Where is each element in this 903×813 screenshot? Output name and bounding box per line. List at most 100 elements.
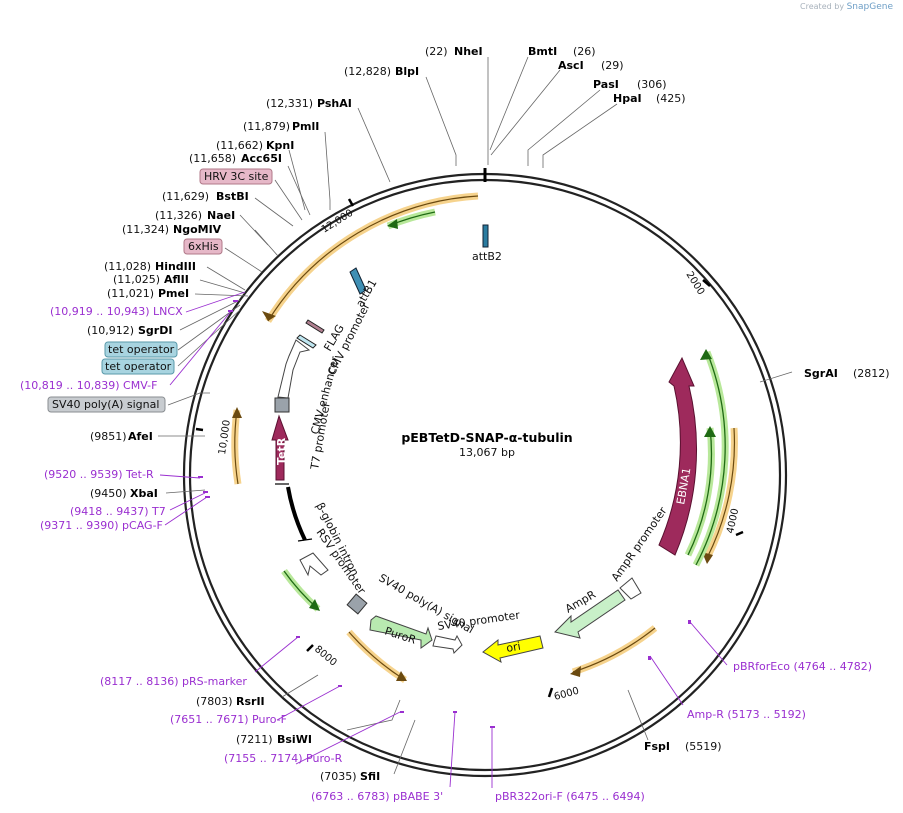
site-pasi-pos: (306)	[637, 78, 667, 91]
tick-4000: 4000	[725, 507, 744, 537]
site-xbai-pos: (9450)	[90, 487, 127, 500]
orf-arc-top	[262, 192, 479, 323]
tick-6000: 6000	[547, 686, 580, 703]
site-pmli[interactable]: PmlI	[292, 120, 319, 133]
snapgene-watermark: Created by SnapGene	[800, 2, 893, 12]
site-afei-pos: (9851)	[90, 430, 127, 443]
attB2-feature: attB2	[472, 224, 502, 263]
orf-arc-bottom-right	[570, 625, 658, 677]
puror-arrow: PuroR	[369, 615, 433, 649]
puror-label: PuroR	[383, 624, 418, 646]
site-naei-pos: (11,326)	[155, 209, 202, 222]
site-sgrdi[interactable]: SgrDI	[138, 324, 172, 337]
primer-leader-lines	[159, 291, 728, 788]
site-bsiwi[interactable]: BsiWI	[277, 733, 312, 746]
primer-prs-marker[interactable]: (8117 .. 8136) pRS-marker	[100, 675, 247, 688]
plasmid-length: 13,067 bp	[459, 446, 515, 459]
cmv-enhancer-arrow: CMV enhancer	[277, 339, 342, 436]
leader-lines	[158, 56, 793, 775]
site-fspi[interactable]: FspI	[644, 740, 670, 753]
primer-amp-r[interactable]: Amp-R (5173 .. 5192)	[687, 708, 806, 721]
hrv-3c-label: HRV 3C site	[204, 170, 269, 183]
orf-arc-left	[231, 407, 242, 485]
tick-label-10000: 10,000	[217, 419, 233, 455]
tick-label-2000: 2000	[683, 270, 706, 297]
ori-arrow: ori	[482, 635, 544, 663]
site-bmti[interactable]: BmtI	[528, 45, 557, 58]
tetr-label: TetR	[275, 437, 288, 465]
primer-marks	[198, 300, 691, 728]
site-asci-pos: (29)	[601, 59, 624, 72]
tick-12000: 12,000	[320, 198, 355, 236]
site-acc65i-pos: (11,658)	[189, 152, 236, 165]
sv40-polya-label: SV40 poly(A) signal	[52, 398, 159, 411]
primer-tet-r[interactable]: (9520 .. 9539) Tet-R	[44, 468, 154, 481]
primer-pbrforeco[interactable]: pBRforEco (4764 .. 4782)	[733, 660, 872, 673]
primer-t7[interactable]: (9418 .. 9437) T7	[70, 505, 166, 518]
site-blpi-pos: (12,828)	[344, 65, 391, 78]
site-afei[interactable]: AfeI	[128, 430, 153, 443]
site-hpai[interactable]: HpaI	[613, 92, 642, 105]
site-bmti-pos: (26)	[573, 45, 596, 58]
site-pmli-pos: (11,879)	[243, 120, 290, 133]
t7-promoter-label: T7 promoter	[308, 401, 333, 472]
site-aflii[interactable]: AflII	[164, 273, 189, 286]
site-pshai-pos: (12,331)	[266, 97, 313, 110]
site-bstbi[interactable]: BstBI	[216, 190, 249, 203]
green-arc-right-outer	[692, 349, 729, 567]
tick-10000: 10,000	[195, 419, 233, 455]
site-ngomiv-pos: (11,324)	[122, 223, 169, 236]
tick-2000: 2000	[683, 270, 711, 297]
tick-label-8000: 8000	[312, 644, 339, 669]
attB2-label: attB2	[472, 250, 502, 263]
ampr-promoter-arrow: AmpR promoter	[609, 504, 670, 600]
his-tag-box: 6xHis	[183, 238, 223, 255]
tetr-arrow: TetR	[271, 414, 289, 485]
site-pshai[interactable]: PshAI	[317, 97, 352, 110]
site-xbai[interactable]: XbaI	[130, 487, 158, 500]
plasmid-name: pEBTetD-SNAP-α-tubulin	[401, 430, 572, 445]
hrv-3c-box: HRV 3C site	[199, 168, 273, 185]
site-sfii[interactable]: SfiI	[360, 770, 380, 783]
tet-operator-2-label: tet operator	[105, 360, 172, 373]
site-ngomiv[interactable]: NgoMIV	[173, 223, 222, 236]
site-sfii-pos: (7035)	[320, 770, 357, 783]
watermark-prefix: Created by	[800, 2, 845, 11]
ebna1-label: EBNA1	[674, 467, 693, 506]
primer-puro-f[interactable]: (7651 .. 7671) Puro-F	[170, 713, 287, 726]
ampr-arrow: AmpR	[554, 588, 626, 639]
site-pmei[interactable]: PmeI	[158, 287, 189, 300]
site-acc65i[interactable]: Acc65I	[241, 152, 282, 165]
site-sgrai[interactable]: SgrAI	[804, 367, 838, 380]
primer-puro-r[interactable]: (7155 .. 7174) Puro-R	[224, 752, 343, 765]
primer-cmv-f[interactable]: (10,819 .. 10,839) CMV-F	[20, 379, 157, 392]
site-asci[interactable]: AscI	[558, 59, 584, 72]
site-hpai-pos: (425)	[656, 92, 686, 105]
primer-pbr322ori-f[interactable]: pBR322ori-F (6475 .. 6494)	[495, 790, 645, 803]
site-rsrii[interactable]: RsrII	[236, 695, 265, 708]
tick-label-6000: 6000	[553, 686, 580, 703]
tet-operator-box-2: tet operator	[101, 358, 175, 375]
primer-pbabe3[interactable]: (6763 .. 6783) pBABE 3'	[311, 790, 443, 803]
site-kpni-pos: (11,662)	[216, 139, 263, 152]
tick-label-4000: 4000	[725, 507, 741, 534]
site-bsiwi-pos: (7211)	[236, 733, 273, 746]
site-pasi[interactable]: PasI	[593, 78, 619, 91]
site-bstbi-pos: (11,629)	[162, 190, 209, 203]
site-kpni[interactable]: KpnI	[266, 139, 294, 152]
green-arc-top	[386, 208, 436, 230]
site-blpi[interactable]: BlpI	[395, 65, 419, 78]
site-nhei[interactable]: NheI	[454, 45, 483, 58]
primer-pcag-f[interactable]: (9371 .. 9390) pCAG-F	[40, 519, 163, 532]
site-naei[interactable]: NaeI	[207, 209, 235, 222]
site-sgrdi-pos: (10,912)	[87, 324, 134, 337]
site-aflii-pos: (11,025)	[113, 273, 160, 286]
orf-arc-bottom-left	[346, 629, 407, 683]
primer-lncx[interactable]: (10,919 .. 10,943) LNCX	[50, 305, 183, 318]
site-hindiii[interactable]: HindIII	[155, 260, 196, 273]
tet-operator-box-1: tet operator	[104, 341, 178, 358]
site-pmei-pos: (11,021)	[107, 287, 154, 300]
snapgene-logo: SnapGene	[846, 2, 893, 12]
tick-8000: 8000	[306, 644, 339, 669]
